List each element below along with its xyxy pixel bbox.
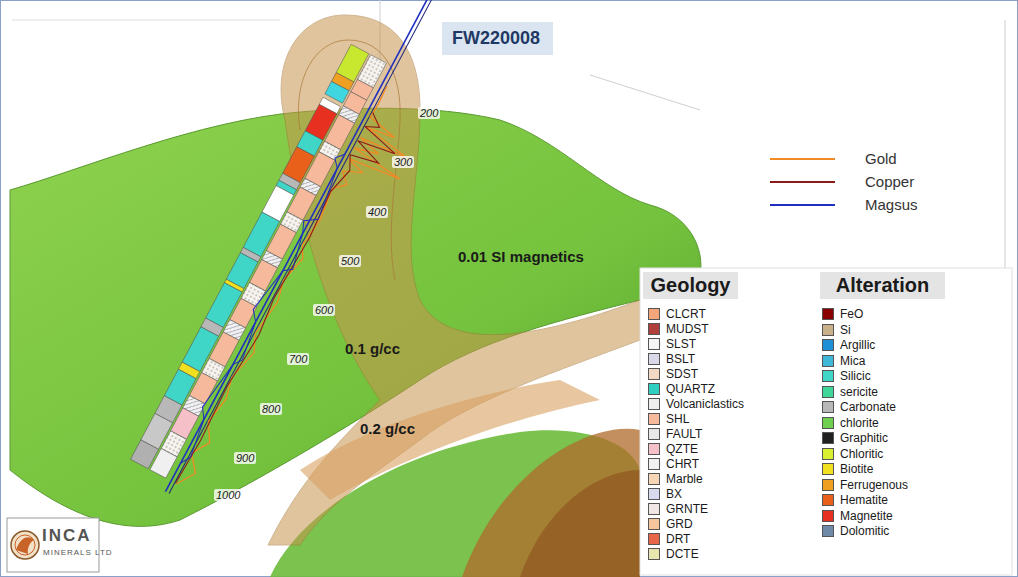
depth-label: 200 bbox=[418, 107, 440, 119]
legend-text: BSLT bbox=[666, 352, 695, 366]
legend-swatch bbox=[822, 432, 834, 444]
legend-text: Argillic bbox=[840, 338, 875, 352]
legend-swatch bbox=[648, 308, 660, 320]
legend-text: Chloritic bbox=[840, 447, 883, 461]
legend-text: Silicic bbox=[840, 369, 871, 383]
legend-swatch bbox=[648, 443, 660, 455]
legend-text: Dolomitic bbox=[840, 524, 889, 538]
legend-swatch bbox=[648, 383, 660, 395]
legend-swatch bbox=[822, 355, 834, 367]
legend-swatch bbox=[648, 413, 660, 425]
legend-text: sericite bbox=[840, 385, 878, 399]
depth-label: 900 bbox=[234, 452, 256, 464]
legend-swatch bbox=[822, 417, 834, 429]
legend-text: BX bbox=[666, 487, 682, 501]
depth-label: 300 bbox=[392, 156, 414, 168]
depth-label: 800 bbox=[260, 403, 282, 415]
legend-swatch bbox=[822, 339, 834, 351]
legend-text: CLCRT bbox=[666, 307, 706, 321]
legend-swatch bbox=[822, 370, 834, 382]
legend-swatch bbox=[648, 533, 660, 545]
legend-header: Alteration bbox=[820, 272, 945, 299]
legend-swatch bbox=[822, 525, 834, 537]
legend-text: DRT bbox=[666, 532, 690, 546]
legend-text: SLST bbox=[666, 337, 696, 351]
isosurface-label: 0.2 g/cc bbox=[360, 420, 415, 437]
legend-text: Marble bbox=[666, 472, 703, 486]
legend-text: GRD bbox=[666, 517, 693, 531]
legend-swatch bbox=[648, 428, 660, 440]
legend-swatch bbox=[648, 398, 660, 410]
legend-text: Graphitic bbox=[840, 431, 888, 445]
isosurface-label: 0.1 g/cc bbox=[345, 340, 400, 357]
legend-text: chlorite bbox=[840, 416, 879, 430]
legend-swatch bbox=[822, 494, 834, 506]
logo-text: MINERALS LTD bbox=[43, 548, 113, 557]
legend-text: Carbonate bbox=[840, 400, 896, 414]
legend-text: DCTE bbox=[666, 547, 699, 561]
depth-label: 1000 bbox=[214, 489, 242, 501]
legend-swatch bbox=[822, 479, 834, 491]
depth-label: 700 bbox=[287, 353, 309, 365]
legend-swatch bbox=[822, 463, 834, 475]
legend-text: FeO bbox=[840, 307, 863, 321]
legend-text: Magnetite bbox=[840, 509, 893, 523]
legend-text: SHL bbox=[666, 412, 689, 426]
legend-text: SDST bbox=[666, 367, 698, 381]
legend-swatch bbox=[648, 473, 660, 485]
depth-label: 600 bbox=[313, 304, 335, 316]
depth-label: 400 bbox=[366, 206, 388, 218]
legend-text: QZTE bbox=[666, 442, 698, 456]
depth-label: 500 bbox=[339, 255, 361, 267]
legend-swatch bbox=[822, 324, 834, 336]
legend-text: Si bbox=[840, 323, 851, 337]
legend-swatch bbox=[648, 503, 660, 515]
legend-text: FAULT bbox=[666, 427, 702, 441]
legend-swatch bbox=[822, 401, 834, 413]
legend-text: QUARTZ bbox=[666, 382, 715, 396]
node-text: Alteration bbox=[826, 274, 939, 297]
legend-text: Copper bbox=[865, 173, 914, 190]
node-text: FW220008 bbox=[452, 28, 543, 49]
legend-text: Magsus bbox=[865, 196, 918, 213]
legend-text: Biotite bbox=[840, 462, 873, 476]
legend-swatch bbox=[648, 353, 660, 365]
node-text: Geology bbox=[649, 274, 732, 297]
legend-swatch bbox=[648, 368, 660, 380]
legend-text: Mica bbox=[840, 354, 865, 368]
legend-swatch bbox=[648, 338, 660, 350]
hole-id-box: FW220008 bbox=[442, 22, 553, 55]
legend-text: Gold bbox=[865, 150, 897, 167]
legend-swatch bbox=[822, 448, 834, 460]
legend-text: Volcaniclastics bbox=[666, 397, 744, 411]
legend-text: Ferrugenous bbox=[840, 478, 908, 492]
legend-text: MUDST bbox=[666, 322, 709, 336]
legend-text: Hematite bbox=[840, 493, 888, 507]
legend-swatch bbox=[822, 386, 834, 398]
legend-swatch bbox=[648, 323, 660, 335]
legend-swatch bbox=[822, 308, 834, 320]
legend-text: CHRT bbox=[666, 457, 699, 471]
isosurface-label: 0.01 SI magnetics bbox=[458, 248, 584, 265]
legend-swatch bbox=[648, 518, 660, 530]
logo-text: INCA bbox=[42, 526, 92, 546]
legend-header: Geology bbox=[643, 272, 738, 299]
legend-swatch bbox=[648, 458, 660, 470]
legend-swatch bbox=[648, 488, 660, 500]
legend-swatch bbox=[822, 510, 834, 522]
legend-swatch bbox=[648, 548, 660, 560]
legend-text: GRNTE bbox=[666, 502, 708, 516]
